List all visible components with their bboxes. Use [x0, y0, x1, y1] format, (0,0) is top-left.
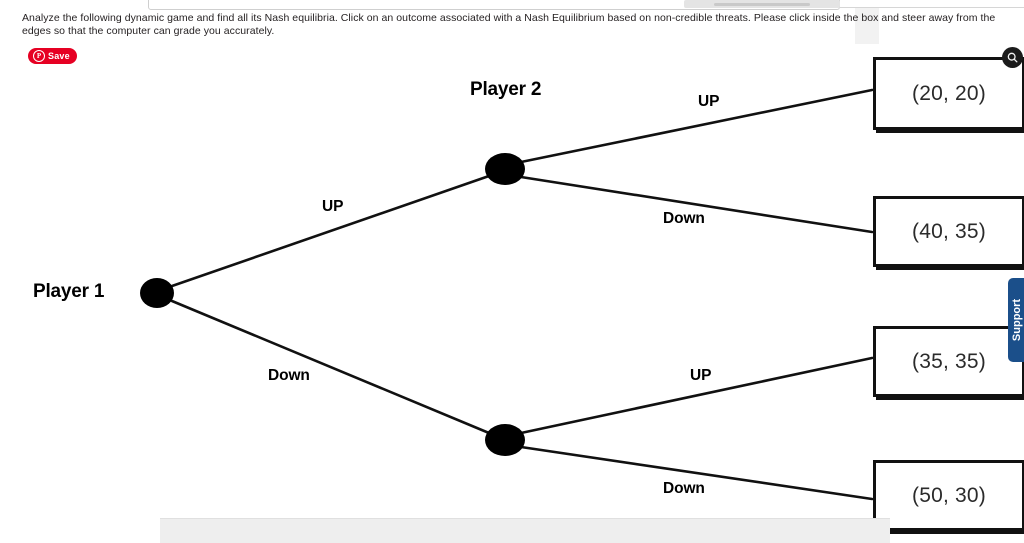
player1-node — [140, 278, 174, 308]
outcome-4-payoff: (50, 30) — [912, 483, 986, 507]
edge-p2u-up — [519, 88, 874, 164]
edge-p1-up — [170, 174, 491, 288]
magnifier-badge-icon[interactable] — [1002, 47, 1023, 68]
player1-label: Player 1 — [33, 281, 105, 302]
outcome-box-4[interactable]: (50, 30) — [873, 460, 1024, 531]
save-button-label: Save — [48, 51, 70, 61]
top-grey-bar-inner — [714, 3, 810, 6]
edge-p1-down — [170, 299, 491, 435]
edge-label-p2u-up: UP — [698, 93, 720, 110]
edge-label-p2u-down: Down — [663, 210, 705, 227]
edge-label-p2l-down: Down — [663, 480, 705, 497]
instructions-text: Analyze the following dynamic game and f… — [22, 12, 996, 37]
edge-label-p2l-up: UP — [690, 367, 712, 384]
edge-label-p1-down: Down — [268, 367, 310, 384]
ghost-column — [855, 8, 879, 44]
support-tab[interactable]: Support — [1008, 278, 1024, 362]
player2-upper-node — [485, 153, 525, 185]
edge-p2l-up — [519, 356, 874, 435]
outcome-3-payoff: (35, 35) — [912, 349, 986, 373]
player2-label: Player 2 — [470, 79, 542, 100]
edge-p2l-down — [519, 445, 874, 501]
edge-label-p1-up: UP — [322, 198, 344, 215]
edge-p2u-down — [519, 175, 874, 234]
outcome-1-payoff: (20, 20) — [912, 81, 986, 105]
support-tab-label: Support — [1010, 298, 1023, 342]
outcome-box-3[interactable]: (35, 35) — [873, 326, 1024, 397]
footer-bar — [160, 518, 890, 543]
outcome-2-payoff: (40, 35) — [912, 219, 986, 243]
player2-lower-node — [485, 424, 525, 456]
pinterest-save-button[interactable]: P Save — [28, 48, 77, 64]
footer-left-spacer — [0, 518, 160, 542]
outcome-box-1[interactable]: (20, 20) — [873, 57, 1024, 130]
top-divider — [840, 7, 1024, 8]
outcome-box-2[interactable]: (40, 35) — [873, 196, 1024, 267]
pinterest-logo-icon: P — [33, 50, 45, 62]
